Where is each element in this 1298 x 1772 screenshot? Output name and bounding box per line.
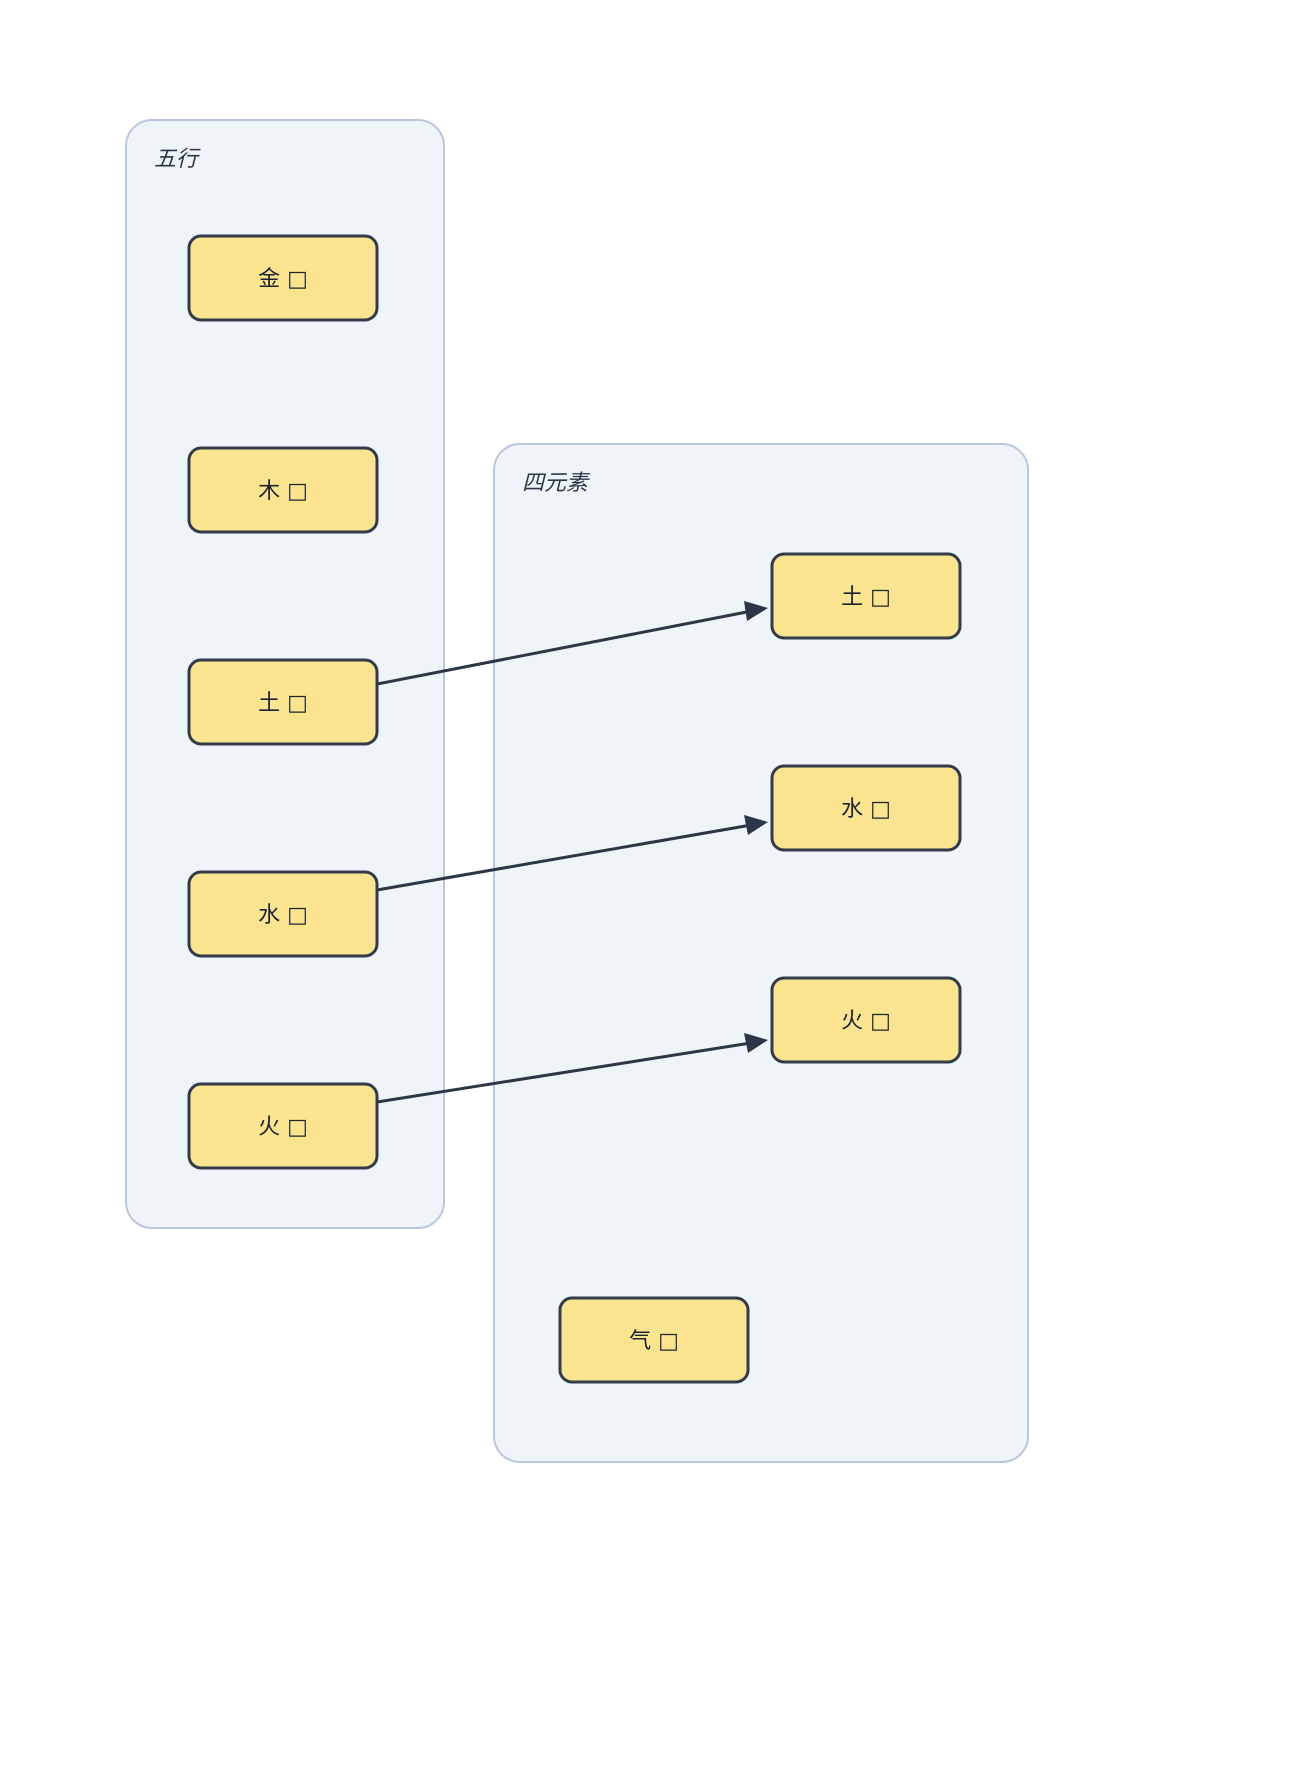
node-element-qi[interactable]: 气 □ bbox=[558, 1296, 750, 1384]
cluster-siyuansu-rect bbox=[493, 443, 1029, 1463]
node-wuxing-jin-rect[interactable] bbox=[187, 234, 379, 322]
arrowhead-icon bbox=[744, 815, 768, 835]
node-wuxing-tu[interactable]: 土 □ bbox=[187, 658, 379, 746]
node-wuxing-shui-rect[interactable] bbox=[187, 870, 379, 958]
node-wuxing-jin[interactable]: 金 □ bbox=[187, 234, 379, 322]
edge-line bbox=[376, 608, 758, 686]
node-wuxing-tu-label: 土 □ bbox=[258, 691, 308, 716]
node-wuxing-huo[interactable]: 火 □ bbox=[187, 1082, 379, 1170]
edge-wuxing-shui-to-element-shui bbox=[376, 815, 768, 892]
node-wuxing-mu[interactable]: 木 □ bbox=[187, 446, 379, 534]
node-wuxing-shui[interactable]: 水 □ bbox=[187, 870, 379, 958]
node-element-tu[interactable]: 土 □ bbox=[770, 552, 962, 640]
node-element-huo-rect[interactable] bbox=[770, 976, 962, 1064]
cluster-siyuansu: 四元素 bbox=[493, 443, 1029, 1463]
node-wuxing-shui-label: 水 □ bbox=[258, 903, 308, 928]
node-wuxing-huo-label: 火 □ bbox=[258, 1115, 308, 1140]
node-wuxing-mu-rect[interactable] bbox=[187, 446, 379, 534]
node-element-shui[interactable]: 水 □ bbox=[770, 764, 962, 852]
node-element-shui-rect[interactable] bbox=[770, 764, 962, 852]
edge-wuxing-tu-to-element-tu bbox=[376, 601, 768, 686]
node-element-shui-label: 水 □ bbox=[841, 797, 891, 822]
node-element-tu-label: 土 □ bbox=[841, 585, 891, 610]
node-wuxing-tu-rect[interactable] bbox=[187, 658, 379, 746]
node-wuxing-huo-rect[interactable] bbox=[187, 1082, 379, 1170]
cluster-siyuansu-label: 四元素 bbox=[522, 471, 591, 496]
edge-line bbox=[376, 822, 758, 892]
node-element-huo-label: 火 □ bbox=[841, 1009, 891, 1034]
node-wuxing-jin-label: 金 □ bbox=[258, 267, 308, 292]
edge-wuxing-huo-to-element-huo bbox=[376, 1033, 768, 1104]
cluster-wuxing-label: 五行 bbox=[154, 147, 201, 172]
node-element-tu-rect[interactable] bbox=[770, 552, 962, 640]
node-wuxing-mu-label: 木 □ bbox=[258, 479, 308, 504]
node-element-huo[interactable]: 火 □ bbox=[770, 976, 962, 1064]
edge-line bbox=[376, 1040, 758, 1104]
arrowhead-icon bbox=[744, 1033, 768, 1053]
arrowhead-icon bbox=[744, 601, 768, 621]
node-element-qi-rect[interactable] bbox=[558, 1296, 750, 1384]
node-element-qi-label: 气 □ bbox=[629, 1329, 679, 1354]
